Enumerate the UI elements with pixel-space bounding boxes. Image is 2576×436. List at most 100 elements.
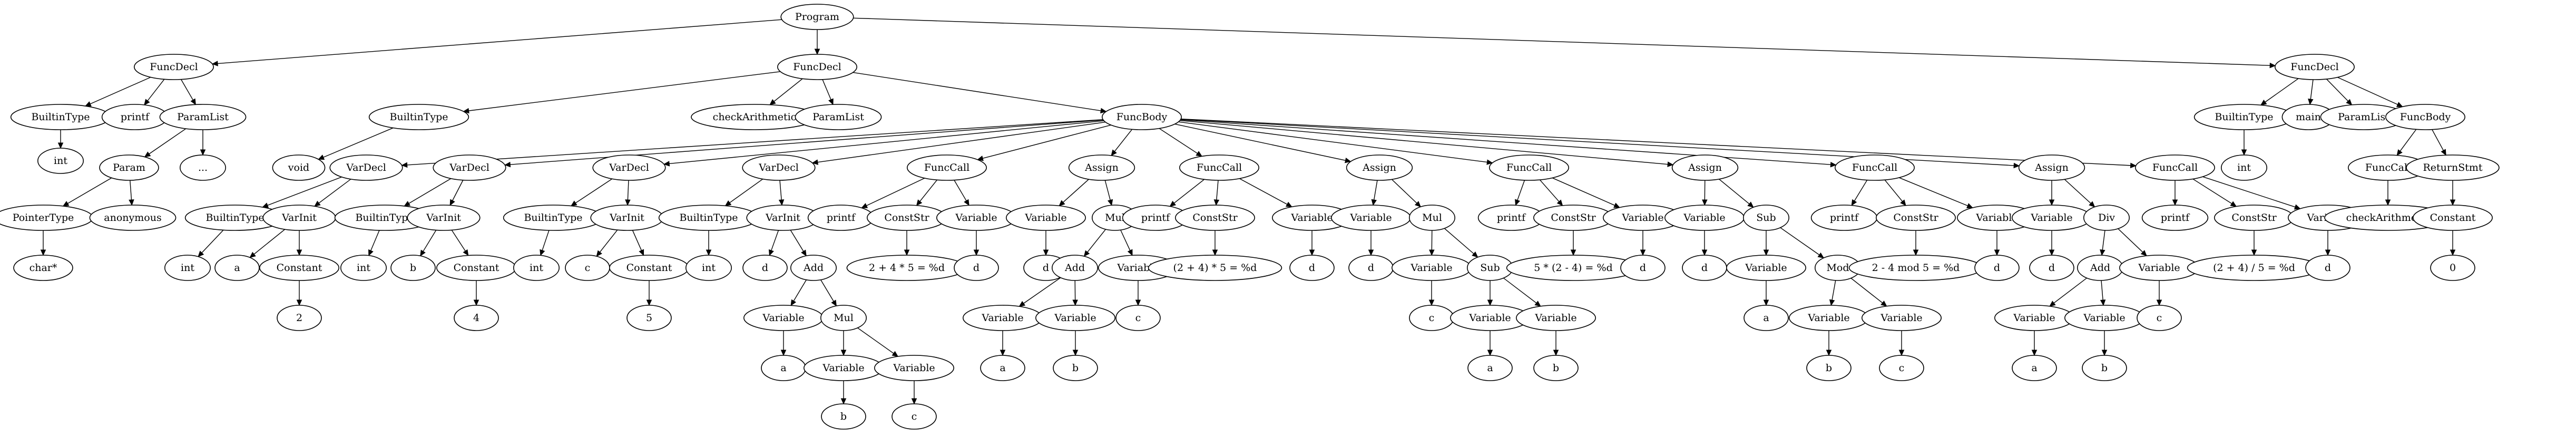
node-ellipse	[1006, 205, 1086, 231]
node-label: ParamList	[2338, 111, 2389, 123]
edge-fb-to-vd_a	[401, 119, 1103, 168]
node-pointertype: PointerType	[0, 205, 94, 231]
arrowhead	[769, 99, 776, 105]
arrowhead	[318, 154, 325, 160]
node-paramlist: ParamList	[2320, 104, 2407, 130]
arrowhead	[198, 250, 204, 257]
node-printf: printf	[2141, 205, 2209, 231]
arrowhead	[1817, 252, 1825, 258]
node-label: VarDecl	[609, 162, 649, 173]
edge-vd_b_vi-to-vd_b_const	[451, 230, 469, 256]
edge-line	[2102, 230, 2105, 250]
node-ellipse	[1035, 305, 1116, 331]
node-funcdecl: FuncDecl	[777, 54, 858, 80]
edge-line	[1216, 180, 1219, 200]
node-ellipse	[1743, 205, 1790, 231]
node-conststr: ConstStr	[2213, 205, 2294, 231]
node-ellipse	[1102, 104, 1182, 130]
edge-as4_var-to-as4_d	[2049, 230, 2055, 256]
edge-line	[2432, 129, 2444, 151]
node-returnstmt: ReturnStmt	[2406, 154, 2500, 181]
node-ellipse	[1179, 154, 1260, 181]
node-label: FuncBody	[1116, 111, 1168, 123]
node-ellipse	[892, 403, 937, 430]
arrowhead	[1487, 350, 1493, 356]
edge-fb-to-as1	[1111, 129, 1133, 156]
node-ellipse	[780, 4, 854, 30]
arrowhead	[404, 201, 411, 207]
node-ellipse	[742, 154, 816, 181]
node-mul: Mul	[1409, 205, 1456, 231]
edge-fd3-to-fd3_pl	[2326, 79, 2353, 105]
edge-line	[2101, 280, 2103, 301]
arrowhead	[2396, 102, 2403, 107]
node-void: void	[272, 154, 326, 181]
node-ellipse	[164, 255, 211, 281]
arrowhead	[211, 61, 218, 66]
arrowhead	[1169, 200, 1176, 207]
edge-vd_b_bt-to-vd_b_int	[368, 230, 380, 256]
node-int: int	[685, 255, 732, 281]
arrowhead	[911, 398, 917, 405]
node-variable: Variable	[1450, 305, 1531, 331]
arrowhead	[1763, 299, 1769, 306]
arrowhead	[2013, 162, 2020, 169]
node-label: Variable	[2083, 312, 2125, 324]
edge-line	[2326, 79, 2348, 102]
node-ellipse	[1533, 355, 1579, 381]
node-anonymous: anonymous	[89, 205, 177, 231]
node-label: b	[1553, 362, 1559, 374]
arrowhead	[129, 199, 134, 206]
node-funcbody: FuncBody	[1102, 104, 1182, 130]
node-ellipse	[1744, 305, 1789, 331]
edge-as2-to-as2_var	[1371, 180, 1378, 206]
node-ellipse	[1974, 255, 2020, 281]
node-label: VarInit	[765, 212, 800, 224]
arrowhead	[1553, 350, 1559, 356]
edge-line	[669, 120, 1104, 164]
node-ellipse	[1115, 305, 1161, 331]
edge-line	[1063, 179, 1089, 203]
node-d: d	[1974, 255, 2020, 281]
node-label: Constant	[277, 262, 322, 274]
node-2-4-5-d: 2 + 4 * 5 = %d	[846, 255, 967, 281]
edge-line	[857, 327, 894, 354]
edge-line	[181, 79, 193, 101]
edge-fc3_cs-to-fc3_str	[1570, 230, 1576, 256]
arrowhead	[2031, 350, 2038, 356]
arrowhead	[1667, 161, 1674, 167]
arrowhead	[473, 299, 479, 306]
arrowhead	[2156, 299, 2162, 306]
arrowhead	[596, 250, 602, 257]
node-label: VarInit	[281, 212, 317, 224]
node-a: a	[980, 355, 1025, 381]
edge-line	[817, 121, 1106, 163]
arrowhead	[1515, 199, 1521, 206]
node-variable: Variable	[1994, 305, 2075, 331]
node-label: Assign	[2034, 162, 2069, 173]
edge-fb-to-vd_c	[663, 120, 1104, 167]
node-label: b	[1826, 362, 1832, 374]
node-ellipse	[2018, 154, 2085, 181]
node-variable: Variable	[1035, 305, 1116, 331]
arrowhead	[1111, 149, 1117, 156]
edge-line	[793, 279, 807, 302]
edge-line	[201, 229, 224, 253]
node-int: int	[340, 255, 387, 281]
edge-fc5-to-fc5_cs	[2192, 178, 2237, 207]
edge-vd_d_vi-to-vd_d_name	[768, 230, 779, 256]
edge-line	[954, 180, 967, 201]
edge-vd_b_vi-to-vd_b_name	[420, 230, 437, 257]
arrowhead	[2172, 199, 2178, 206]
node-label: Variable	[1683, 212, 1725, 224]
node-label: main	[2296, 111, 2321, 123]
edge-line	[147, 79, 165, 101]
edge-vd_a_vi-to-vd_a_const	[296, 230, 302, 256]
node-add: Add	[2077, 255, 2124, 281]
edge-vd_c_vi-to-vd_c_name	[596, 229, 618, 257]
edge-line	[323, 127, 394, 158]
edge-as1_mul-to-as1_var_c	[1120, 229, 1133, 256]
node-label: ConstStr	[1893, 212, 1938, 224]
node-printf: printf	[1810, 205, 1878, 231]
arrowhead	[2101, 350, 2108, 356]
